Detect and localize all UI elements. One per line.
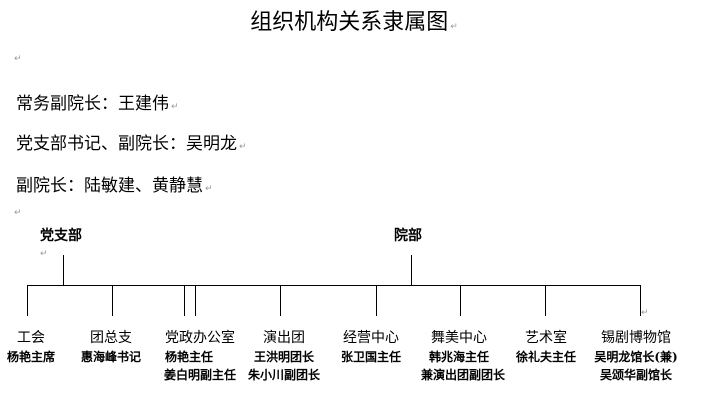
dept-name: 舞美中心 <box>431 330 487 346</box>
leader-role: 党支部书记、副院长： <box>16 134 186 154</box>
leader-role: 常务副院长： <box>16 94 118 114</box>
paragraph-mark-icon: ↵ <box>171 102 179 112</box>
paragraph-mark-icon: ↵ <box>205 184 213 194</box>
paragraph-mark-icon: ↵ <box>40 249 48 259</box>
dept-youth-league: 团总支 惠海峰书记 <box>56 328 166 366</box>
dept-member: 吴颂华副馆长 <box>599 368 672 382</box>
leader-names: 陆敏建、黄静慧 <box>84 176 203 196</box>
dept-name: 演出团 <box>263 330 305 346</box>
leader-line-vice-presidents: 副院长：陆敏建、黄静慧↵ <box>16 171 213 196</box>
leader-line-party-secretary: 党支部书记、副院长：吴明龙↵ <box>16 129 247 154</box>
dept-member: 徐礼夫主任 <box>515 350 576 364</box>
leader-names: 王建伟 <box>118 94 169 114</box>
document-title: 组织机构关系隶属图↵ <box>0 4 708 36</box>
dept-member: 王洪明团长 <box>253 350 314 364</box>
dept-xi-opera-museum: 锡剧博物馆 吴明龙馆长(兼) 吴颂华副馆长 <box>581 328 691 384</box>
branch-academy: 院部 <box>394 228 422 244</box>
dept-member: 姜白明副主任 <box>163 368 236 382</box>
dept-member: 张卫国主任 <box>340 350 401 364</box>
leader-line-executive: 常务副院长：王建伟↵ <box>16 89 179 114</box>
dept-business-center: 经营中心 张卫国主任 <box>316 328 426 366</box>
dept-member: 杨艳主席 <box>6 350 55 364</box>
paragraph-mark-icon: ↵ <box>641 308 649 318</box>
dept-name: 艺术室 <box>525 330 567 346</box>
dept-member: 韩兆海主任 <box>428 350 489 364</box>
paragraph-mark-icon: ↵ <box>450 22 458 32</box>
dept-member: 杨艳主任 <box>165 350 214 364</box>
dept-name: 锡剧博物馆 <box>601 330 671 346</box>
dept-name: 工会 <box>17 330 45 346</box>
dept-stage-art-center: 舞美中心 韩兆海主任 兼演出团副团长 <box>404 328 514 384</box>
leader-role: 副院长： <box>16 176 84 196</box>
dept-member: 吴明龙馆长(兼) <box>594 350 678 364</box>
dept-name: 党政办公室 <box>165 330 235 346</box>
paragraph-mark-icon: ↵ <box>14 54 22 64</box>
dept-art-studio: 艺术室 徐礼夫主任 <box>491 328 601 366</box>
paragraph-mark-icon: ↵ <box>14 208 22 218</box>
dept-name: 团总支 <box>90 330 132 346</box>
dept-member: 惠海峰书记 <box>80 350 141 364</box>
paragraph-mark-icon: ↵ <box>239 142 247 152</box>
title-text: 组织机构关系隶属图 <box>250 10 449 35</box>
dept-performance-troupe: 演出团 王洪明团长 朱小川副团长 <box>229 328 339 384</box>
dept-union: 工会 杨艳主席 <box>0 328 86 366</box>
dept-name: 经营中心 <box>343 330 399 346</box>
dept-member: 兼演出团副团长 <box>420 368 505 382</box>
dept-member: 朱小川副团长 <box>247 368 320 382</box>
leader-names: 吴明龙 <box>186 134 237 154</box>
branch-party: 党支部 <box>40 228 82 244</box>
dept-party-office: 党政办公室 杨艳主任 姜白明副主任 <box>145 328 255 384</box>
